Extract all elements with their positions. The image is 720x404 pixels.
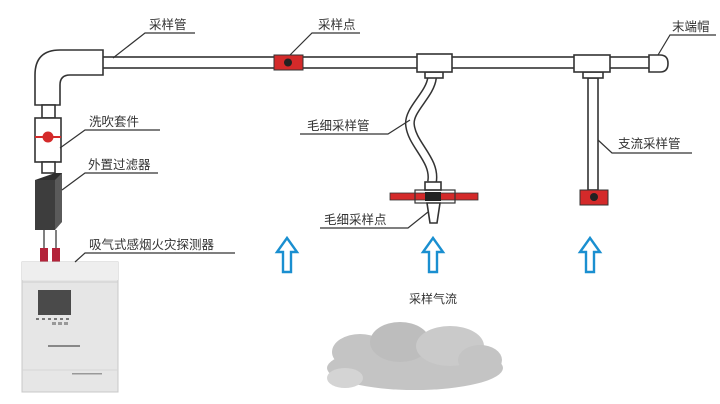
lcd-screen — [38, 290, 71, 315]
elbow-fitting — [34, 49, 104, 106]
label-sampling-pipe: 采样管 — [149, 17, 187, 32]
airflow-arrow-icon — [577, 235, 603, 274]
end-cap — [648, 54, 669, 73]
airflow-arrow-icon — [274, 235, 300, 274]
smoke-cloud — [327, 322, 503, 390]
sampling-pipe — [99, 56, 656, 69]
capillary-sampling-point — [389, 181, 479, 224]
label-end-cap: 末端帽 — [672, 19, 710, 34]
label-branch-pipe: 支流采样管 — [618, 136, 681, 151]
airflow-arrow-icon — [420, 235, 446, 274]
label-external-filter: 外置过滤器 — [88, 157, 151, 172]
label-sampling-point: 采样点 — [318, 17, 356, 32]
label-detector: 吸气式感烟火灾探测器 — [89, 237, 215, 252]
connector — [41, 161, 56, 174]
external-filter — [35, 173, 62, 230]
leader-lines — [59, 32, 716, 263]
purge-valve-icon — [42, 131, 54, 143]
label-airflow: 采样气流 — [409, 291, 457, 306]
label-purge-kit: 洗吹套件 — [89, 114, 139, 129]
label-capillary-pipe: 毛细采样管 — [307, 118, 370, 133]
capillary-pipe — [406, 77, 436, 183]
branch-pipe — [587, 77, 599, 191]
tee-fitting — [573, 54, 611, 73]
tee-fitting — [416, 53, 453, 73]
detector-device — [21, 261, 119, 393]
label-capillary-point: 毛细采样点 — [324, 212, 387, 227]
connector — [41, 104, 56, 119]
